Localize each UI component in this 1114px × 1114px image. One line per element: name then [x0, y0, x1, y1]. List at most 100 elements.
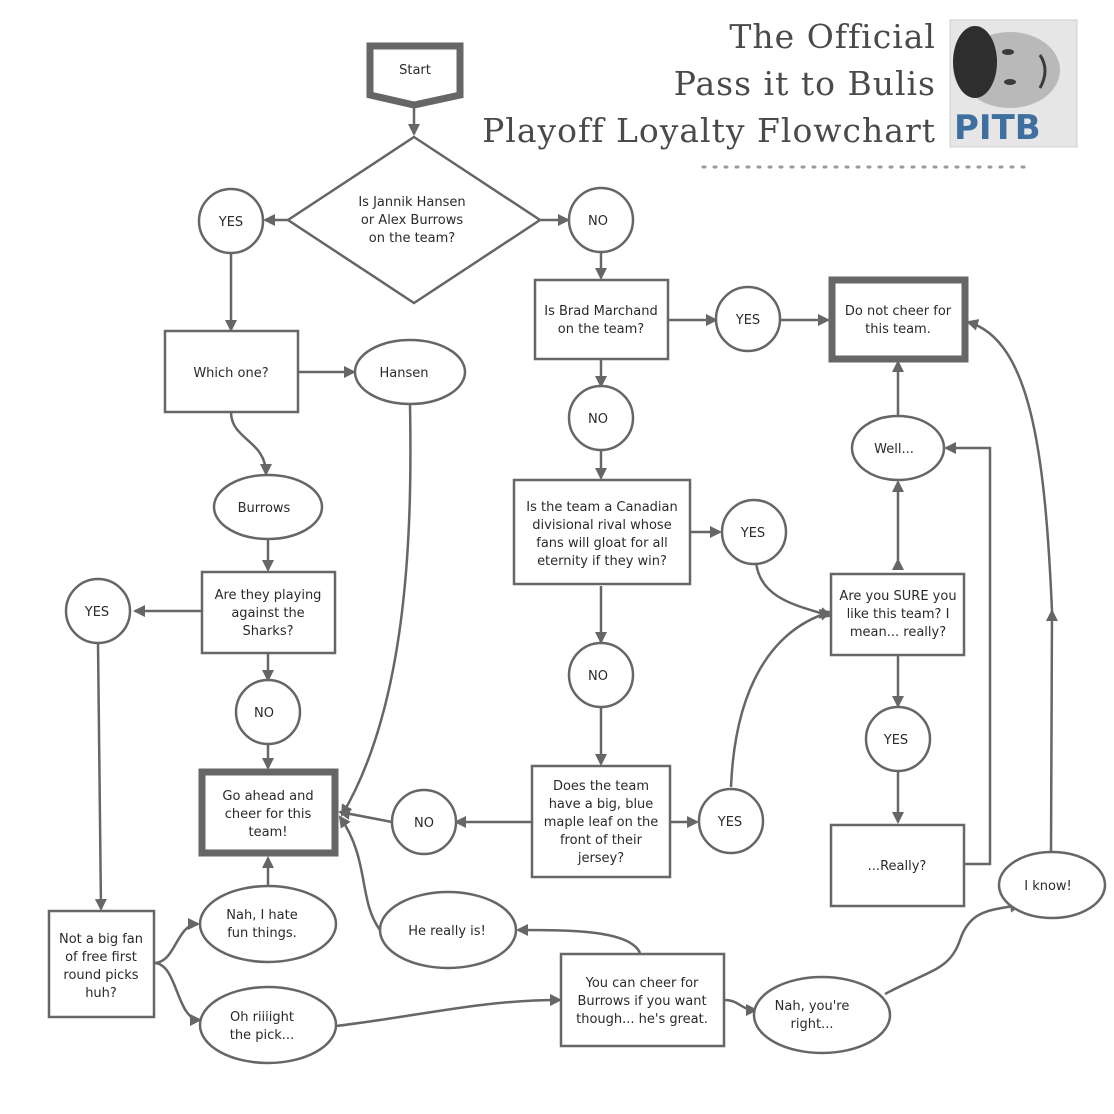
- nah-right-shape: [752, 975, 892, 1055]
- which-one-shape: [163, 329, 300, 414]
- title-line-1: The Official: [729, 17, 936, 56]
- question-marchand-label-line: on the team?: [558, 322, 644, 337]
- hate-fun-label-line: Nah, I hate: [226, 908, 297, 923]
- yes-sharks-shape: [64, 577, 132, 645]
- edge-yes-to-not-fan: [94, 642, 107, 911]
- no-marchand-label-line: NO: [588, 412, 608, 427]
- edge-yes-canadian-to-sure: [754, 561, 832, 619]
- question-canadian-label-line: Is the team a Canadian: [526, 500, 677, 515]
- edge-i-know-to-do-not-cheer: [1045, 609, 1058, 853]
- no-canadian-label: NO: [588, 669, 608, 684]
- cheer-label-line: Go ahead and: [222, 789, 313, 804]
- edge-really-to-well: [944, 442, 992, 866]
- question-sharks-label-line: Sharks?: [242, 624, 293, 639]
- logo-portrait-mouth: [1038, 54, 1047, 89]
- question-hansen-burrows-label-line: on the team?: [369, 231, 455, 246]
- no-maple-label: NO: [414, 816, 434, 831]
- no-canadian-label-line: NO: [588, 669, 608, 684]
- question-maple-label-line: front of their: [560, 833, 643, 848]
- well-label: Well...: [874, 442, 914, 457]
- not-fan-picks-label-line: round picks: [63, 968, 138, 983]
- question-sure-label-line: Are you SURE you: [839, 589, 956, 604]
- not-fan-picks-shape: [47, 909, 156, 1019]
- start-shape: [366, 42, 464, 109]
- really-label: ...Really?: [868, 859, 927, 874]
- hansen-label-line: Hansen: [380, 366, 429, 381]
- edge-not-fan-to-hate-fun: [153, 918, 200, 965]
- hansen-shape: [353, 338, 467, 406]
- question-canadian-shape: [512, 478, 692, 586]
- question-maple-label-line: jersey?: [577, 851, 624, 866]
- no-maple-shape: [390, 788, 458, 856]
- edge-oh-right-to-cheer-burrows: [335, 994, 562, 1028]
- no-top-label: NO: [588, 214, 608, 229]
- cheer-burrows-shape: [559, 952, 726, 1048]
- he-really-is-shape: [378, 890, 518, 970]
- no-sharks-label-line: NO: [254, 706, 274, 721]
- question-maple-shape: [530, 764, 672, 879]
- nah-right-label-line: Nah, you're: [775, 999, 850, 1014]
- question-sharks-shape: [200, 570, 337, 655]
- edge-nah-right-to-i-know: [884, 900, 1022, 996]
- no-canadian-shape: [567, 641, 635, 709]
- question-canadian-label: Is the team a Canadian divisional rival w…: [526, 500, 677, 569]
- pitb-logo: PITB: [949, 19, 1078, 148]
- oh-right-label-line: the pick...: [230, 1028, 294, 1043]
- yes-canadian-shape: [720, 498, 788, 566]
- yes-sharks-label: YES: [84, 605, 109, 620]
- no-top-shape: [567, 186, 635, 254]
- yes-marchand-label-line: YES: [735, 313, 760, 328]
- not-fan-picks-label-line: Not a big fan: [59, 932, 143, 947]
- oh-right-shape: [198, 985, 338, 1065]
- question-canadian-label-line: divisional rival whose: [532, 518, 671, 533]
- title-block: The Official Pass it to Bulis Playoff Lo…: [482, 17, 1032, 169]
- really-shape: [829, 823, 966, 908]
- well-label-line: Well...: [874, 442, 914, 457]
- yes-maple-label: YES: [717, 815, 742, 830]
- title-line-3: Playoff Loyalty Flowchart: [482, 111, 936, 150]
- edge-hansen-to-cheer: [340, 403, 412, 817]
- question-sure-label-line: mean... really?: [850, 625, 946, 640]
- yes-maple-label-line: YES: [717, 815, 742, 830]
- yes-sure-label: YES: [883, 733, 908, 748]
- i-know-label: I know!: [1024, 879, 1072, 894]
- question-maple-label-line: Does the team: [553, 779, 649, 794]
- no-sharks-shape: [234, 678, 302, 746]
- question-marchand-shape: [533, 278, 670, 361]
- not-fan-picks-label-line: huh?: [85, 986, 117, 1001]
- logo-portrait-eye-left: [1002, 49, 1014, 55]
- yes-maple-shape: [697, 787, 765, 855]
- start-label-line: Start: [399, 63, 431, 78]
- do-not-cheer-label-line: Do not cheer for: [845, 304, 952, 319]
- nah-right-label-line: right...: [791, 1017, 834, 1032]
- burrows-label-line: Burrows: [238, 501, 291, 516]
- title-line-2: Pass it to Bulis: [674, 64, 936, 103]
- nah-right-label: Nah, you're right...: [775, 999, 850, 1032]
- cheer-burrows-label-line: though... he's great.: [576, 1012, 708, 1027]
- yes-sure-shape: [864, 705, 932, 773]
- question-canadian-label-line: eternity if they win?: [537, 554, 667, 569]
- question-sharks-label-line: against the: [231, 606, 304, 621]
- edge-he-really-is-to-cheer: [338, 815, 382, 931]
- burrows-label: Burrows: [238, 501, 291, 516]
- yes-canadian-label: YES: [740, 526, 765, 541]
- not-fan-picks-label-line: of free first: [65, 950, 137, 965]
- burrows-shape: [212, 473, 324, 541]
- oh-right-label: Oh riiiight the pick...: [230, 1010, 294, 1043]
- edge-yes-maple-to-sure: [729, 609, 832, 788]
- yes-sure-label-line: YES: [883, 733, 908, 748]
- yes-sharks-label-line: YES: [84, 605, 109, 620]
- no-maple-label-line: NO: [414, 816, 434, 831]
- oh-right-label-line: Oh riiiight: [230, 1010, 294, 1025]
- edges: [94, 108, 1058, 1028]
- do-not-cheer-shape: [828, 276, 969, 363]
- hansen-label: Hansen: [380, 366, 429, 381]
- yes-top-label-line: YES: [218, 215, 243, 230]
- cheer-burrows-label-line: You can cheer for: [585, 976, 699, 991]
